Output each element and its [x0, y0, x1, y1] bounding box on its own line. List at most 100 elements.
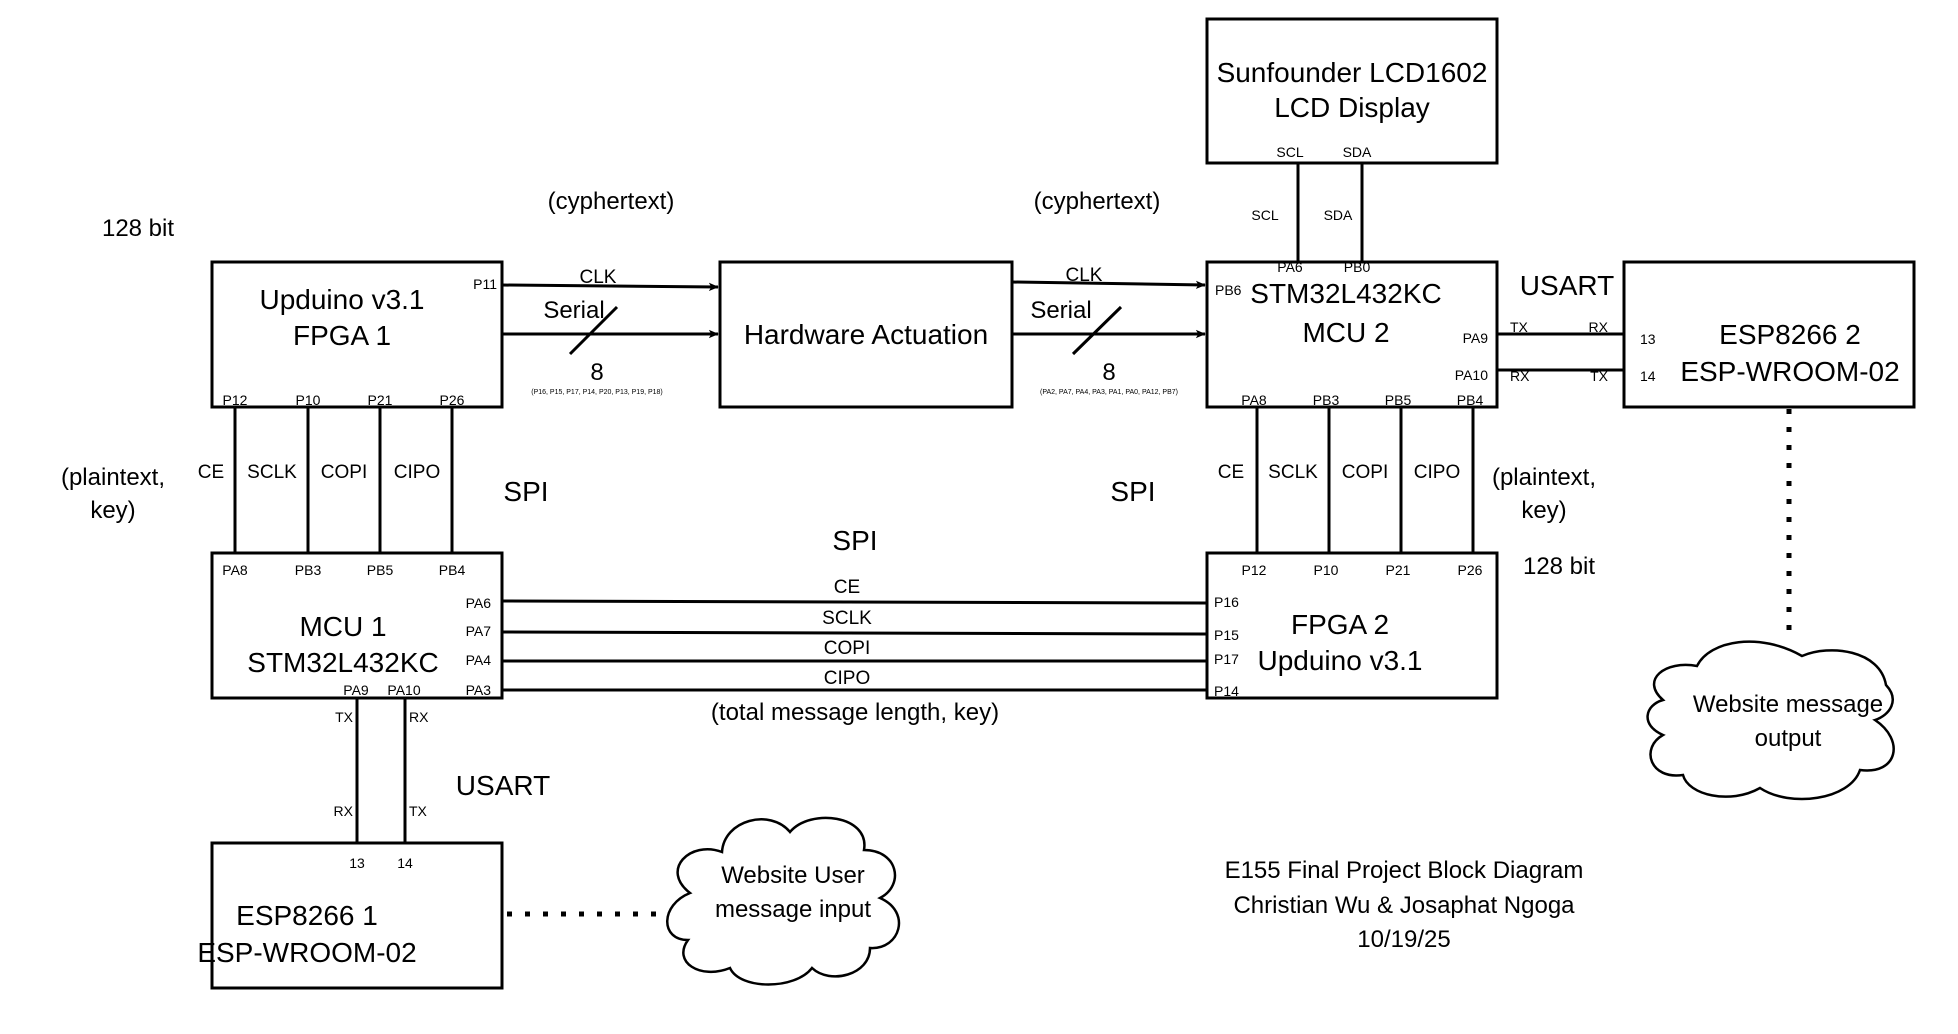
diagram-authors: Christian Wu & Josaphat Ngoga — [1233, 892, 1575, 919]
mcu2-fpga2-spi: CE SCLK COPI CIPO — [1218, 407, 1475, 553]
mcu1-pin-ce-top: PA8 — [222, 562, 248, 578]
mcu2-pin-cipo: PB4 — [1457, 392, 1484, 408]
spi-copi-label-right: COPI — [1342, 462, 1388, 483]
clk-wire-right — [1011, 280, 1206, 290]
esp1-subtitle: ESP-WROOM-02 — [197, 937, 416, 968]
hardware-actuation-block: Hardware Actuation — [718, 260, 1014, 409]
mcu2-pin-scl: PA6 — [1277, 259, 1303, 275]
fpga1-subtitle: FPGA 1 — [293, 320, 391, 351]
plaintext-label-left-2: key) — [90, 497, 135, 524]
mcu2-rx-label: RX — [1510, 368, 1530, 384]
bits-label-left: 128 bit — [102, 215, 174, 242]
cloud-output: Website message output — [1646, 640, 1895, 801]
spi-cipo-label-right: CIPO — [1414, 462, 1460, 483]
mcu1-esp1-usart: TX RX RX TX USART — [334, 698, 550, 843]
mcu2-pin-sclk: PB3 — [1313, 392, 1340, 408]
lcd-pin-scl: SCL — [1276, 144, 1303, 160]
mcu2-pin-clk: PB6 — [1215, 282, 1242, 298]
spi-label-mid: SPI — [832, 525, 877, 556]
mcu1-pin-rx: PA10 — [387, 682, 420, 698]
mcu2-pin-rx: PA10 — [1455, 367, 1488, 383]
mcu1-pin-tx: PA9 — [343, 682, 369, 698]
mcu1-title: MCU 1 — [299, 611, 386, 642]
mcu1-fpga2-spi: CE SCLK COPI CIPO — [501, 577, 1208, 692]
spi-ce-label-right: CE — [1218, 462, 1244, 483]
mcu1-pin-copi: PA4 — [466, 652, 492, 668]
mcu2-block: STM32L432KC MCU 2 PB6 PA6 PB0 PA9 PA10 P… — [1205, 259, 1499, 409]
scl-wire-label: SCL — [1251, 207, 1278, 223]
plaintext-label-left-1: (plaintext, — [61, 464, 165, 491]
fpga1-pin-cipo: P26 — [440, 392, 465, 408]
cloud-input-line2: message input — [715, 896, 871, 923]
lcd-title: Sunfounder LCD1602 — [1217, 57, 1488, 88]
esp2-pin-tx: 14 — [1640, 368, 1656, 384]
fpga2-pin-sclk-top: P10 — [1314, 562, 1339, 578]
esp2-pin-rx: 13 — [1640, 331, 1656, 347]
fpga2-pin-cipo: P14 — [1214, 683, 1239, 699]
fpga2-block: FPGA 2 Upduino v3.1 P12 P10 P21 P26 P16 … — [1205, 551, 1499, 700]
esp2-rx-label: RX — [1589, 319, 1609, 335]
lcd-pin-sda: SDA — [1343, 144, 1372, 160]
spi-label-left: SPI — [503, 476, 548, 507]
cloud-input-line1: Website User — [721, 862, 865, 889]
lcd-i2c-wires: SCL SDA — [1251, 163, 1364, 262]
mcu1-subtitle: STM32L432KC — [247, 647, 438, 678]
spi-label-right: SPI — [1110, 476, 1155, 507]
fpga1-block: Upduino v3.1 FPGA 1 P11 P12 P10 P21 P26 — [210, 260, 504, 409]
esp1-pin-tx: 14 — [397, 855, 413, 871]
fpga1-pin-clk: P11 — [473, 276, 497, 292]
total-message-label: (total message length, key) — [711, 699, 999, 726]
serial-label-left: Serial — [543, 297, 604, 324]
mcu1-pin-sclk-top: PB3 — [295, 562, 322, 578]
hw-to-mcu2-bus: CLK Serial 8 (PA2, PA7, PA4, PA3, PA1, P… — [1011, 265, 1206, 396]
fpga2-title: FPGA 2 — [1291, 609, 1389, 640]
bus-width-left: 8 — [590, 359, 603, 386]
fpga1-pin-copi: P21 — [368, 392, 393, 408]
spi-sclk-wire-mid — [501, 630, 1208, 636]
cloud-input: Website User message input — [666, 816, 901, 986]
fpga1-mcu1-spi: CE SCLK COPI CIPO — [198, 407, 454, 553]
fpga2-pin-sclk: P15 — [1214, 627, 1239, 643]
cloud-input-icon — [666, 816, 901, 986]
lcd-block: Sunfounder LCD1602 LCD Display SCL SDA — [1205, 17, 1499, 165]
mcu2-esp2-usart: TX RX RX TX USART — [1497, 270, 1624, 384]
esp1-title: ESP8266 1 — [236, 900, 378, 931]
spi-sclk-label-right: SCLK — [1268, 462, 1318, 483]
fpga2-pin-cipo-top: P26 — [1458, 562, 1483, 578]
cyphertext-label-right: (cyphertext) — [1034, 188, 1161, 215]
mcu1-pin-copi-top: PB5 — [367, 562, 394, 578]
bits-label-right: 128 bit — [1523, 553, 1595, 580]
mcu1-pin-cipo: PA3 — [466, 682, 492, 698]
clk-label-right: CLK — [1066, 265, 1103, 286]
usart-label-bottom: USART — [456, 770, 550, 801]
spi-cipo-label-mid: CIPO — [824, 668, 870, 689]
esp2-subtitle: ESP-WROOM-02 — [1680, 356, 1899, 387]
esp1-tx-label: TX — [409, 803, 428, 819]
clk-label-left: CLK — [580, 267, 617, 288]
mcu1-pin-cipo-top: PB4 — [439, 562, 466, 578]
esp1-block: ESP8266 1 ESP-WROOM-02 13 14 — [197, 841, 504, 990]
bus-slash-right — [1071, 305, 1123, 356]
fpga2-pin-ce: P16 — [1214, 594, 1239, 610]
esp2-title: ESP8266 2 — [1719, 319, 1861, 350]
spi-cipo-label-left: CIPO — [394, 462, 440, 483]
spi-sclk-label-mid: SCLK — [822, 608, 872, 629]
hardware-actuation-label: Hardware Actuation — [744, 319, 988, 350]
cloud-output-icon — [1646, 640, 1895, 801]
title-block: E155 Final Project Block Diagram Christi… — [1225, 857, 1584, 953]
mcu1-tx-label: TX — [335, 709, 354, 725]
sda-wire-label: SDA — [1324, 207, 1353, 223]
fpga1-title: Upduino v3.1 — [259, 284, 424, 315]
fpga2-pin-copi: P17 — [1214, 651, 1239, 667]
mcu1-pin-ce: PA6 — [466, 595, 492, 611]
esp2-tx-label: TX — [1590, 368, 1609, 384]
clk-wire-left — [501, 282, 719, 292]
cloud-output-line2: output — [1755, 725, 1822, 752]
bus-pins-right: (PA2, PA7, PA4, PA3, PA1, PA0, PA12, PB7… — [1040, 389, 1178, 396]
mcu2-tx-label: TX — [1510, 319, 1529, 335]
bus-slash-left — [568, 305, 619, 356]
spi-sclk-label-left: SCLK — [247, 462, 297, 483]
fpga1-to-hw-bus: CLK Serial 8 (P16, P15, P17, P14, P20, P… — [501, 267, 719, 396]
fpga1-pin-ce: P12 — [223, 392, 248, 408]
